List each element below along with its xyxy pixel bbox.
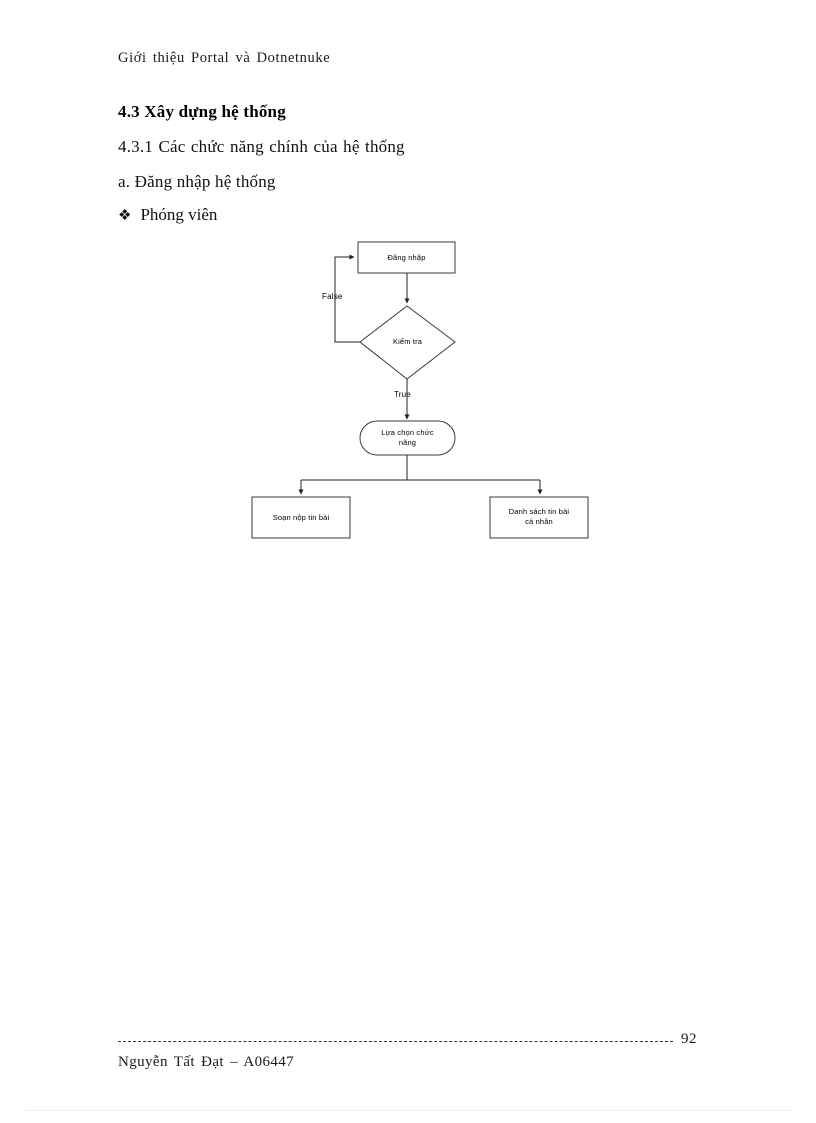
item-heading: a. Đăng nhập hệ thống [118,172,276,191]
footer-author: Nguyễn Tất Đạt – A06447 [118,1054,295,1070]
page-bottom-edge [24,1110,792,1111]
diamond-bullet-icon: ❖ [118,208,132,224]
footer-divider [118,1041,673,1042]
running-header: Giới thiệu Portal và Dotnetnuke [118,50,331,66]
subsection-heading: 4.3.1 Các chức năng chính của hệ thống [118,137,405,156]
flow-node-check-label: Kiểm tra [392,337,423,346]
flow-node-choose-label: Lựa chọn chức năng [381,428,434,447]
flow-node-login-label: Đăng nhập [387,253,426,262]
flow-edge-label-true: True [394,390,411,399]
flow-node-list-label: Danh sách tin bài cá nhân [508,507,570,526]
flow-node-compose-label: Soạn nộp tin bài [272,513,330,522]
bullet-item-label: Phóng viên [140,205,218,224]
bullet-list-item: ❖ Phóng viên [118,205,217,225]
page-number: 92 [681,1031,697,1047]
page-title: 4.3 Xây dựng hệ thống [118,102,286,121]
flow-edge-label-false: False [322,292,343,301]
